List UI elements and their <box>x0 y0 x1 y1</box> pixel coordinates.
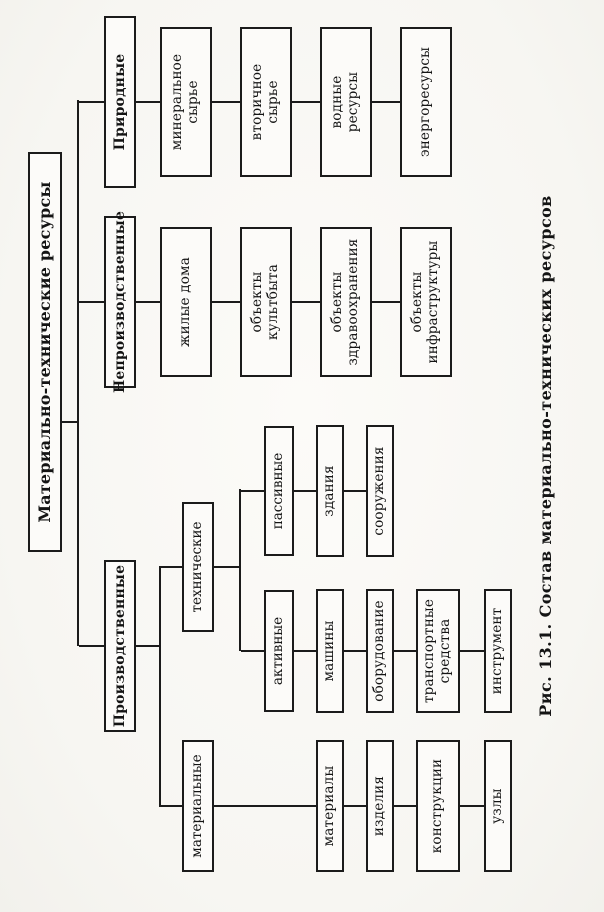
node-energy-resources: энергоресурсы <box>400 27 452 177</box>
connector <box>372 101 400 103</box>
node-natural: Природные <box>104 16 136 188</box>
node-material: материальные <box>182 740 214 872</box>
connector <box>212 301 240 303</box>
node-equipment: оборудование <box>366 589 394 713</box>
connector <box>136 101 160 103</box>
node-transport: транспортные средства <box>416 589 460 713</box>
node-structures: сооружения <box>366 425 394 557</box>
node-constructions: конструкции <box>416 740 460 872</box>
connector <box>292 101 320 103</box>
node-water-resources: водные ресурсы <box>320 27 372 177</box>
connector-drop-nonproduction <box>79 301 105 303</box>
connector <box>136 301 160 303</box>
node-nonproduction: Непроизводственные <box>104 211 136 393</box>
node-housing: жилые дома <box>160 227 212 377</box>
figure-caption: Рис. 13.1. Состав материально-технически… <box>536 195 555 717</box>
connector <box>460 805 484 807</box>
connector-production-trunk <box>159 566 161 807</box>
node-active: активные <box>264 590 294 712</box>
node-passive: пассивные <box>264 426 294 556</box>
node-mineral-raw: минеральное сырье <box>160 27 212 177</box>
connector <box>344 650 366 652</box>
connector <box>394 805 416 807</box>
connector-drop-natural <box>79 101 105 103</box>
node-products: изделия <box>366 740 394 872</box>
connector <box>294 490 316 492</box>
connector-root-drop <box>62 421 78 423</box>
connector <box>212 101 240 103</box>
node-machines: машины <box>316 589 344 713</box>
connector <box>394 650 416 652</box>
connector <box>136 645 160 647</box>
node-materials: материалы <box>316 740 344 872</box>
node-root: Материально-технические ресурсы <box>28 152 62 552</box>
connector <box>460 650 484 652</box>
connector <box>159 566 183 568</box>
connector <box>344 490 366 492</box>
connector <box>214 566 240 568</box>
connector <box>241 490 265 492</box>
connector <box>344 805 366 807</box>
connector-drop-production <box>79 645 105 647</box>
connector <box>214 805 316 807</box>
connector <box>372 301 400 303</box>
node-buildings: здания <box>316 425 344 557</box>
node-culture-facilities: объекты культбыта <box>240 227 292 377</box>
connector <box>241 650 265 652</box>
node-assemblies: узлы <box>484 740 512 872</box>
connector-main <box>77 100 79 646</box>
connector-technical-trunk <box>239 489 241 651</box>
node-tools: инструмент <box>484 589 512 713</box>
node-technical: технические <box>182 502 214 632</box>
node-healthcare-facilities: объекты здравоохранения <box>320 227 372 377</box>
connector <box>294 650 316 652</box>
node-secondary-raw: вторичное сырье <box>240 27 292 177</box>
node-infrastructure-facilities: объекты инфраструктуры <box>400 227 452 377</box>
connector <box>292 301 320 303</box>
connector <box>159 805 183 807</box>
node-production: Производственные <box>104 560 136 732</box>
